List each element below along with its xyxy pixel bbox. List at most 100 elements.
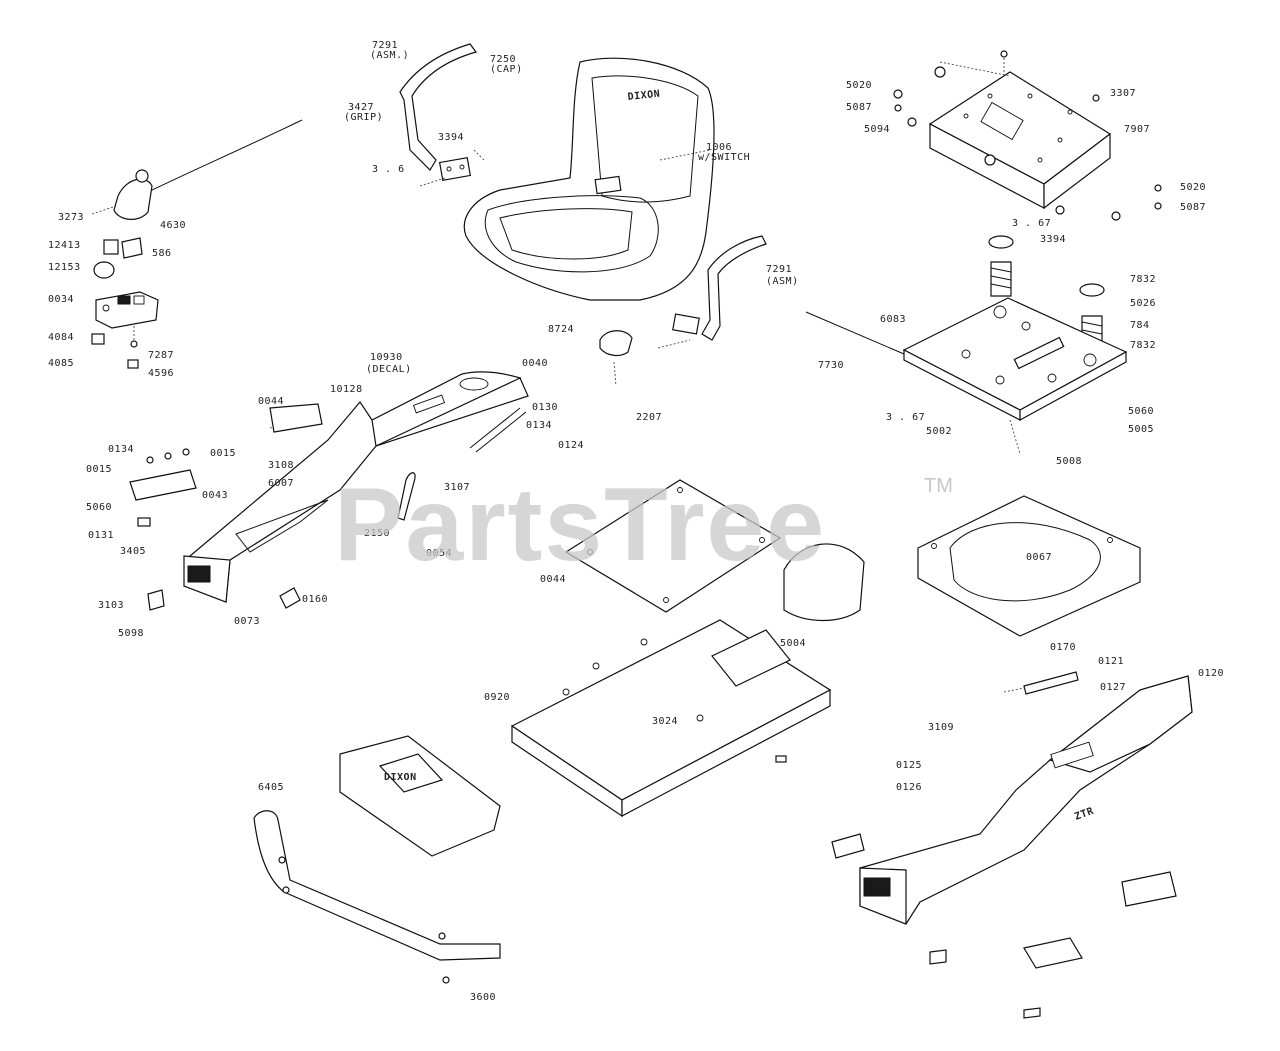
throttle-control: [91, 119, 303, 369]
callout-0125: 0125: [896, 760, 922, 771]
callout-3ff: 3 . 6: [372, 164, 405, 175]
callout-7291-asm: (ASM.): [370, 50, 409, 61]
callout-5060-b: 5060: [86, 502, 112, 513]
right-console-frame: ZTR: [831, 671, 1193, 1019]
watermark-text: PartsTree: [334, 467, 826, 583]
seat: DIXON: [463, 57, 715, 301]
callout-0920: 0920: [484, 692, 510, 703]
callout-3394: 3394: [438, 132, 464, 143]
callout-10930-decal: (DECAL): [366, 364, 412, 375]
fender-panel: [917, 495, 1141, 637]
floor-panel: [564, 479, 865, 622]
callout-3600: 3600: [470, 992, 496, 1003]
callout-0054: 0054: [426, 548, 452, 559]
callout-4085: 4085: [48, 358, 74, 369]
callout-5087-b: 5087: [1180, 202, 1206, 213]
callout-3103: 3103: [98, 600, 124, 611]
callout-8724: 8724: [548, 324, 574, 335]
callout-labels: 7291 (ASM.) 7250 (CAP) 3427 (GRIP) 3394 …: [48, 40, 1224, 1003]
watermark-trademark: TM: [924, 475, 953, 497]
partstree-watermark: PartsTree TM: [334, 467, 953, 583]
callout-6083: 6083: [880, 314, 906, 325]
callout-3024: 3024: [652, 716, 678, 727]
callout-0015-b: 0015: [86, 464, 112, 475]
callout-5098: 5098: [118, 628, 144, 639]
front-bumper: [253, 810, 501, 984]
callout-3167: 3 . 67: [886, 412, 925, 423]
callout-0121: 0121: [1098, 656, 1124, 667]
floor-pan: [510, 619, 832, 818]
callout-5087: 5087: [846, 102, 872, 113]
callout-5005: 5005: [1128, 424, 1154, 435]
left-console-frame: [129, 371, 529, 611]
callout-12153: 12153: [48, 262, 81, 273]
suspension-plate: [805, 235, 1128, 455]
steering-lever-left: [399, 43, 485, 187]
callout-7832: 7832: [1130, 274, 1156, 285]
callout-586: 586: [152, 248, 172, 259]
callout-0043: 0043: [202, 490, 228, 501]
callout-10128: 10128: [330, 384, 363, 395]
callout-2207: 2207: [636, 412, 662, 423]
callout-0160: 0160: [302, 594, 328, 605]
callout-5020: 5020: [846, 80, 872, 91]
callout-5002: 5002: [926, 426, 952, 437]
callout-0015: 0015: [210, 448, 236, 459]
callout-0120: 0120: [1198, 668, 1224, 679]
callout-7291: 7291: [372, 40, 398, 51]
callout-0067: 0067: [1026, 552, 1052, 563]
callout-7250-cap: (CAP): [490, 64, 523, 75]
callout-0034: 0034: [48, 294, 74, 305]
callout-5094: 5094: [864, 124, 890, 135]
callout-0040: 0040: [522, 358, 548, 369]
callout-0073: 0073: [234, 616, 260, 627]
callout-7291-s-asm: (ASM): [766, 276, 799, 287]
callout-5004: 5004: [780, 638, 806, 649]
callout-0124: 0124: [558, 440, 584, 451]
seat-brand-label: DIXON: [627, 89, 661, 103]
callout-0130: 0130: [532, 402, 558, 413]
callout-4596: 4596: [148, 368, 174, 379]
front-nose: DIXON: [339, 735, 501, 857]
callout-1006-switch: w/SWITCH: [698, 152, 750, 163]
callout-3109: 3109: [928, 722, 954, 733]
callout-0170: 0170: [1050, 642, 1076, 653]
callout-12413: 12413: [48, 240, 81, 251]
callout-6007: 6007: [268, 478, 294, 489]
callout-4630: 4630: [160, 220, 186, 231]
callout-7287: 7287: [148, 350, 174, 361]
callout-0127: 0127: [1100, 682, 1126, 693]
callout-3107: 3107: [444, 482, 470, 493]
callout-7907: 7907: [1124, 124, 1150, 135]
callout-3307: 3307: [1110, 88, 1136, 99]
callout-10930: 10930: [370, 352, 403, 363]
callout-3427-grip: (GRIP): [344, 112, 383, 123]
console-brand-label: DIXON: [384, 772, 417, 783]
callout-5060: 5060: [1128, 406, 1154, 417]
seat-mount-plate: [893, 50, 1162, 221]
callout-3ff2: 3 . 67: [1012, 218, 1051, 229]
callout-0044: 0044: [258, 396, 284, 407]
callout-0126: 0126: [896, 782, 922, 793]
callout-7291-s: 7291: [766, 264, 792, 275]
callout-3273: 3273: [58, 212, 84, 223]
callout-1006: 1006: [706, 142, 732, 153]
callout-0131: 0131: [88, 530, 114, 541]
callout-7730: 7730: [818, 360, 844, 371]
steering-lever-right: [599, 235, 767, 387]
callout-3394-b: 3394: [1040, 234, 1066, 245]
callout-3405: 3405: [120, 546, 146, 557]
callout-7250: 7250: [490, 54, 516, 65]
callout-4084: 4084: [48, 332, 74, 343]
callout-5020-b: 5020: [1180, 182, 1206, 193]
callout-0134: 0134: [108, 444, 134, 455]
callout-7832-b: 7832: [1130, 340, 1156, 351]
callout-3427: 3427: [348, 102, 374, 113]
callout-6405: 6405: [258, 782, 284, 793]
callout-5026: 5026: [1130, 298, 1156, 309]
frame-brand-label: ZTR: [1073, 806, 1096, 823]
callout-3108: 3108: [268, 460, 294, 471]
callout-2150: 2150: [364, 528, 390, 539]
callout-0044-b: 0044: [540, 574, 566, 585]
